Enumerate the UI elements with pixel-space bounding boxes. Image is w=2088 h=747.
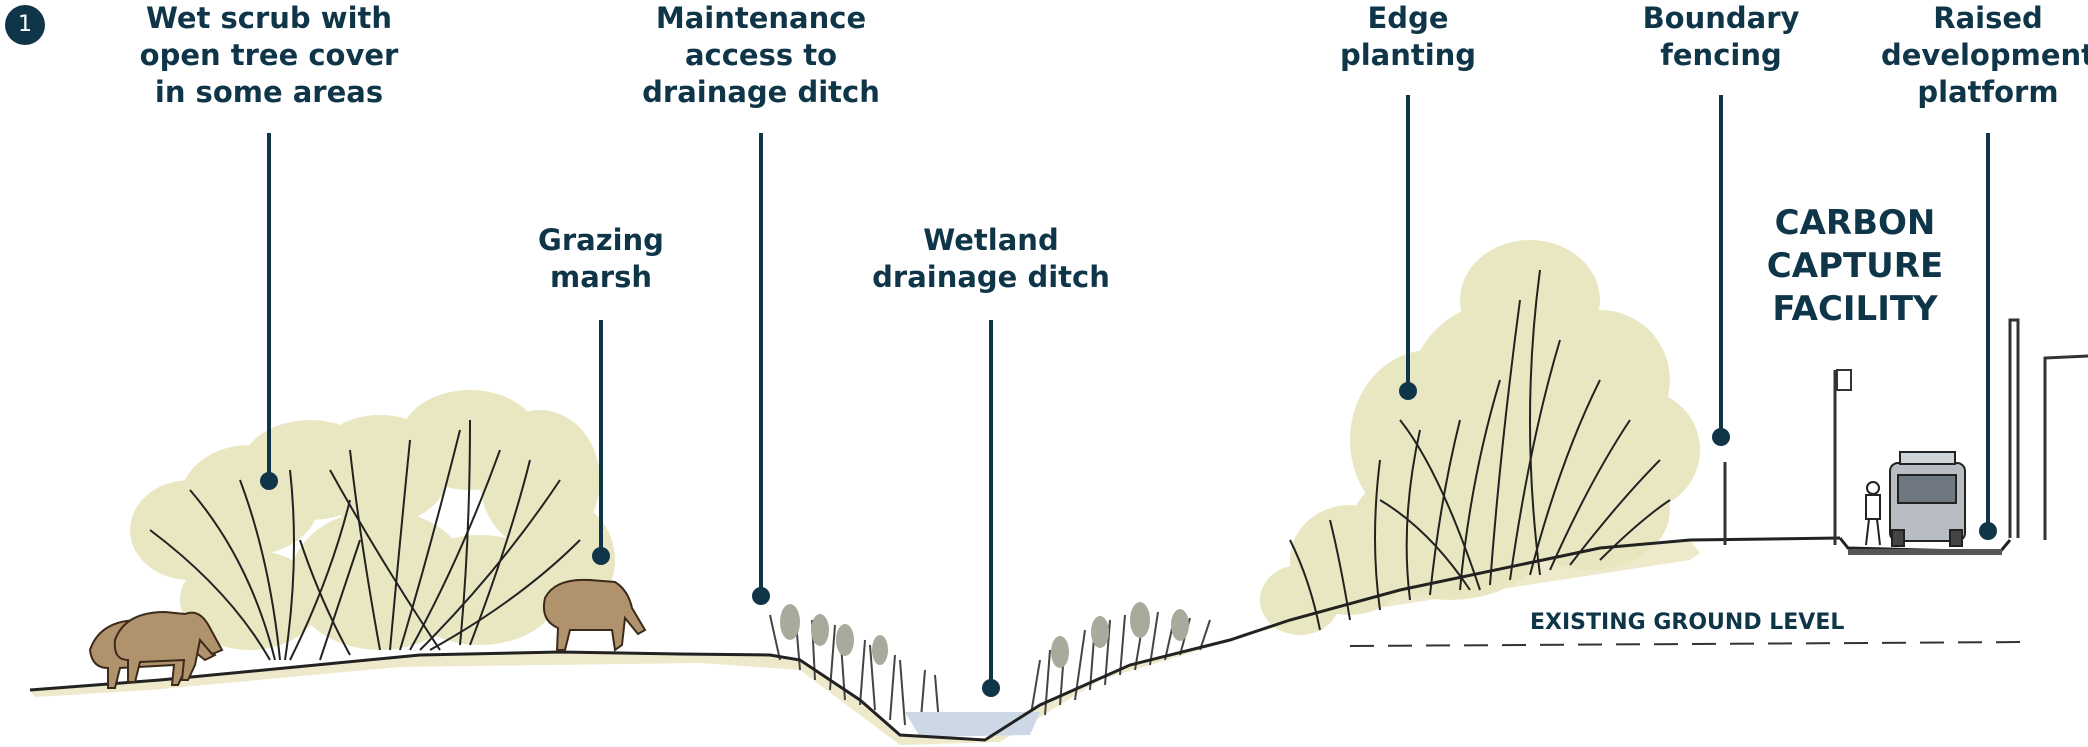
horse-icon	[115, 612, 222, 682]
label-line: Grazing	[538, 222, 664, 259]
person-icon	[1866, 482, 1880, 545]
facility-title-line: CAPTURE	[1767, 245, 1943, 288]
section-number-badge: 1	[5, 5, 45, 45]
existing-ground-level-label: EXISTING GROUND LEVEL	[1530, 610, 1844, 635]
label-line: platform	[1881, 74, 2088, 111]
facility-title-line: CARBON	[1767, 202, 1943, 245]
wet-scrub-label: Wet scrub with open tree cover in some a…	[140, 0, 399, 111]
label-line: in some areas	[140, 74, 399, 111]
edge-planting-foliage	[1260, 240, 1700, 635]
van-icon	[1890, 452, 1965, 546]
label-line: Raised	[1881, 0, 2088, 37]
wetland-ditch-label: Wetland drainage ditch	[872, 222, 1110, 296]
boundary-fencing-label: Boundary fencing	[1643, 0, 1800, 74]
raised-platform-label: Raised development platform	[1881, 0, 2088, 111]
label-line: Wet scrub with	[140, 0, 399, 37]
facility-title: CARBON CAPTURE FACILITY	[1767, 202, 1943, 331]
edge-planting-label: Edge planting	[1340, 0, 1476, 74]
maintenance-access-label: Maintenance access to drainage ditch	[642, 0, 880, 111]
label-line: drainage ditch	[872, 259, 1110, 296]
building-outline	[2010, 320, 2088, 540]
facility-title-line: FACILITY	[1767, 288, 1943, 331]
label-line: Edge	[1340, 0, 1476, 37]
label-line: drainage ditch	[642, 74, 880, 111]
label-line: planting	[1340, 37, 1476, 74]
label-line: fencing	[1643, 37, 1800, 74]
grazing-marsh-label: Grazing marsh	[538, 222, 664, 296]
label-line: marsh	[538, 259, 664, 296]
horse-icon	[544, 580, 645, 650]
label-line: Maintenance	[642, 0, 880, 37]
label-line: Wetland	[872, 222, 1110, 259]
label-line: Boundary	[1643, 0, 1800, 37]
existing-ground-level-line	[1350, 642, 2030, 646]
label-line: development	[1881, 37, 2088, 74]
label-line: access to	[642, 37, 880, 74]
ditch-water	[905, 712, 1040, 737]
flag-icon	[1835, 370, 1851, 545]
label-line: open tree cover	[140, 37, 399, 74]
